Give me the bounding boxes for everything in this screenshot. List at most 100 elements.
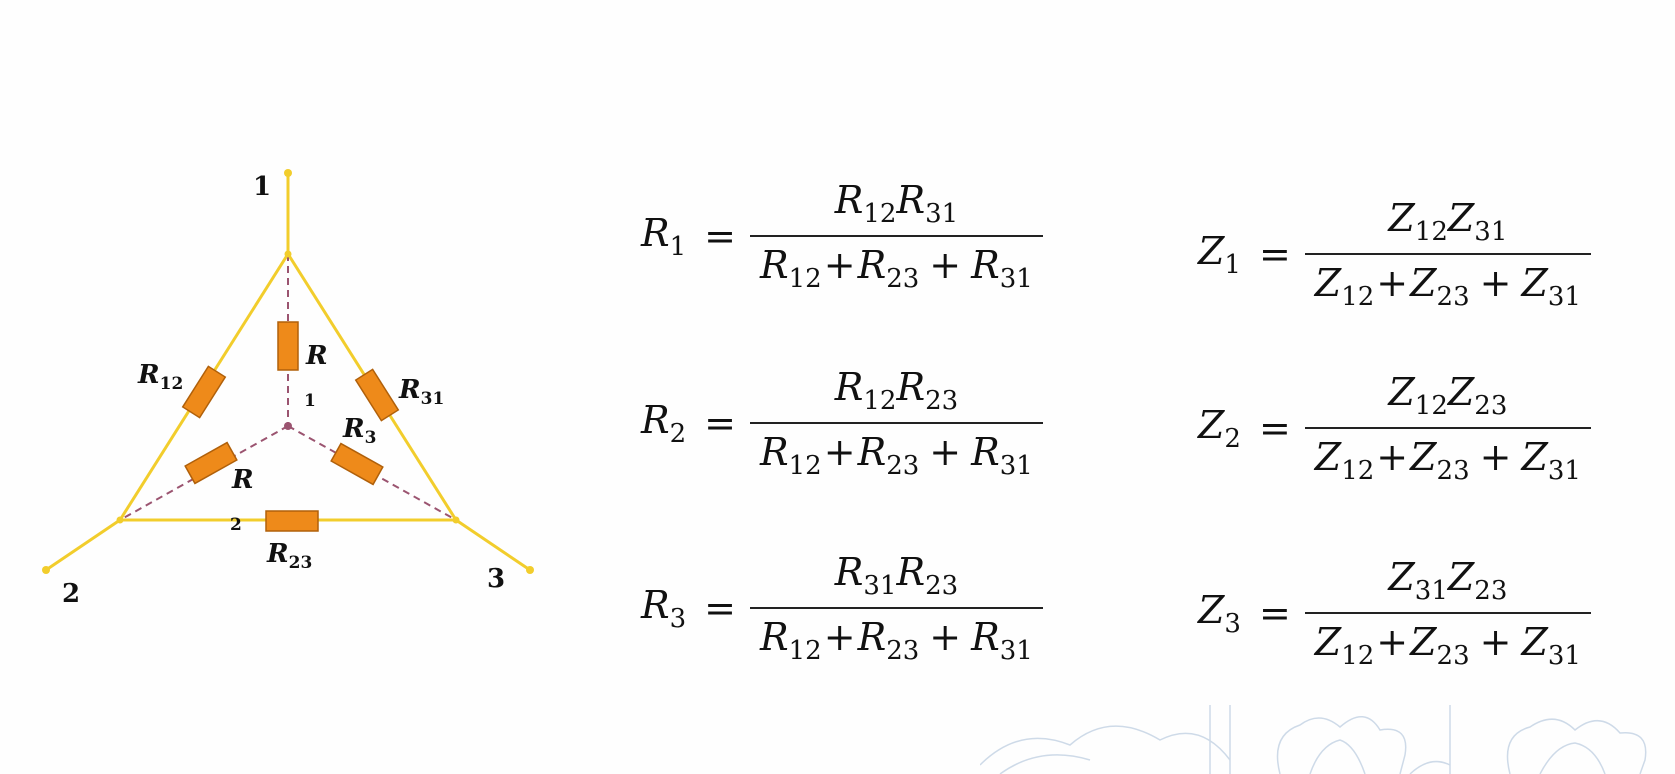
fraction-bar [1304, 253, 1591, 256]
lhs-subscript: 2 [669, 418, 687, 449]
node-label-1: 1 [253, 172, 271, 202]
formula-lhs: Z1 [1198, 229, 1241, 280]
fraction-bar [1304, 427, 1591, 430]
term-subscript: 31 [925, 199, 959, 230]
term-subscript: 31 [1547, 282, 1581, 313]
term-subscript: 31 [1547, 456, 1581, 487]
term-subscript: 31 [1414, 576, 1448, 607]
term-subscript: 12 [788, 451, 822, 482]
term-symbol: Z [1521, 620, 1548, 665]
node-label-2: 2 [62, 579, 80, 609]
resistor-r3 [330, 442, 384, 486]
term-subscript: 31 [999, 451, 1033, 482]
term-subscript: 12 [1341, 282, 1375, 313]
resistor-r1 [277, 321, 299, 371]
label-r31: R31 [398, 375, 444, 409]
fraction-bar [750, 607, 1043, 610]
label-r2-sub: 2 [230, 515, 242, 535]
term-subscript: 23 [886, 636, 920, 667]
wire-lead-3 [455, 518, 531, 572]
denominator: Z12+Z23+Z31 [1305, 429, 1591, 486]
term-symbol: Z [1410, 435, 1437, 480]
lhs-symbol: R [641, 582, 670, 627]
term-symbol: R [760, 615, 789, 660]
resistor-r12 [181, 365, 227, 419]
fraction-bar [750, 235, 1043, 238]
lhs-subscript: 1 [1224, 249, 1241, 280]
plus-sign: + [823, 243, 856, 288]
plus-sign: + [1376, 261, 1409, 306]
term-symbol: R [896, 178, 926, 222]
equals-sign: = [1258, 232, 1291, 277]
numerator: R31R23 [825, 550, 968, 607]
numerator: R12R23 [825, 365, 968, 422]
formula-lhs: Z2 [1198, 403, 1241, 454]
term-symbol: Z [1314, 435, 1342, 480]
resistor-r23 [265, 510, 319, 532]
lhs-subscript: 1 [669, 231, 687, 262]
term-subscript: 12 [863, 199, 897, 230]
wire-lead-2 [45, 518, 121, 572]
term-symbol: Z [1447, 370, 1475, 414]
term-subscript: 23 [1436, 456, 1470, 487]
numerator: Z12Z31 [1378, 196, 1517, 253]
term-symbol: Z [1388, 196, 1415, 240]
lhs-symbol: Z [1198, 228, 1225, 273]
term-subscript: 31 [999, 636, 1033, 667]
term-symbol: Z [1410, 261, 1437, 306]
term-subscript: 12 [863, 386, 897, 417]
term-subscript: 23 [925, 386, 959, 417]
term-subscript: 31 [1474, 217, 1508, 248]
label-r23: R23 [266, 539, 312, 573]
term-symbol: Z [1388, 370, 1415, 414]
resistor-r31 [354, 368, 400, 422]
plus-sign: + [823, 615, 856, 660]
terminal-dot-1 [284, 169, 292, 177]
formula-lhs: R2 [641, 398, 686, 449]
label-r1: R [305, 341, 328, 371]
term-symbol: R [896, 365, 926, 409]
node-labels: 1 2 3 [62, 172, 505, 609]
resistors [181, 321, 400, 532]
terminal-dot-2 [42, 566, 50, 574]
lhs-symbol: Z [1198, 587, 1225, 632]
term-symbol: Z [1521, 435, 1548, 480]
denominator: Z12+Z23+Z31 [1305, 255, 1591, 312]
term-subscript: 23 [886, 451, 920, 482]
term-symbol: R [971, 243, 1000, 288]
term-symbol: R [896, 550, 926, 594]
node-dot-2 [116, 516, 124, 524]
term-subscript: 31 [999, 264, 1033, 295]
denominator: Z12+Z23+Z31 [1305, 614, 1591, 671]
term-subscript: 12 [1414, 391, 1448, 422]
equals-sign: = [704, 401, 737, 446]
term-subscript: 23 [1474, 576, 1508, 607]
term-symbol: R [760, 243, 789, 288]
term-subscript: 23 [1436, 641, 1470, 672]
lhs-subscript: 3 [669, 603, 687, 634]
term-symbol: R [834, 178, 864, 222]
plus-sign: + [929, 243, 962, 288]
terminal-dot-3 [526, 566, 534, 574]
plus-sign: + [929, 430, 962, 475]
plus-sign: + [929, 615, 962, 660]
plus-sign: + [1376, 620, 1409, 665]
term-subscript: 23 [886, 264, 920, 295]
term-symbol: R [834, 365, 864, 409]
denominator: R12+R23+R31 [750, 609, 1043, 666]
label-r2: R [231, 465, 254, 495]
term-subscript: 12 [1414, 217, 1448, 248]
formula-lhs: Z3 [1198, 588, 1241, 639]
lhs-subscript: 2 [1224, 423, 1241, 454]
wye-center-dot [284, 422, 292, 430]
term-symbol: R [971, 430, 1000, 475]
term-symbol: R [857, 615, 887, 660]
